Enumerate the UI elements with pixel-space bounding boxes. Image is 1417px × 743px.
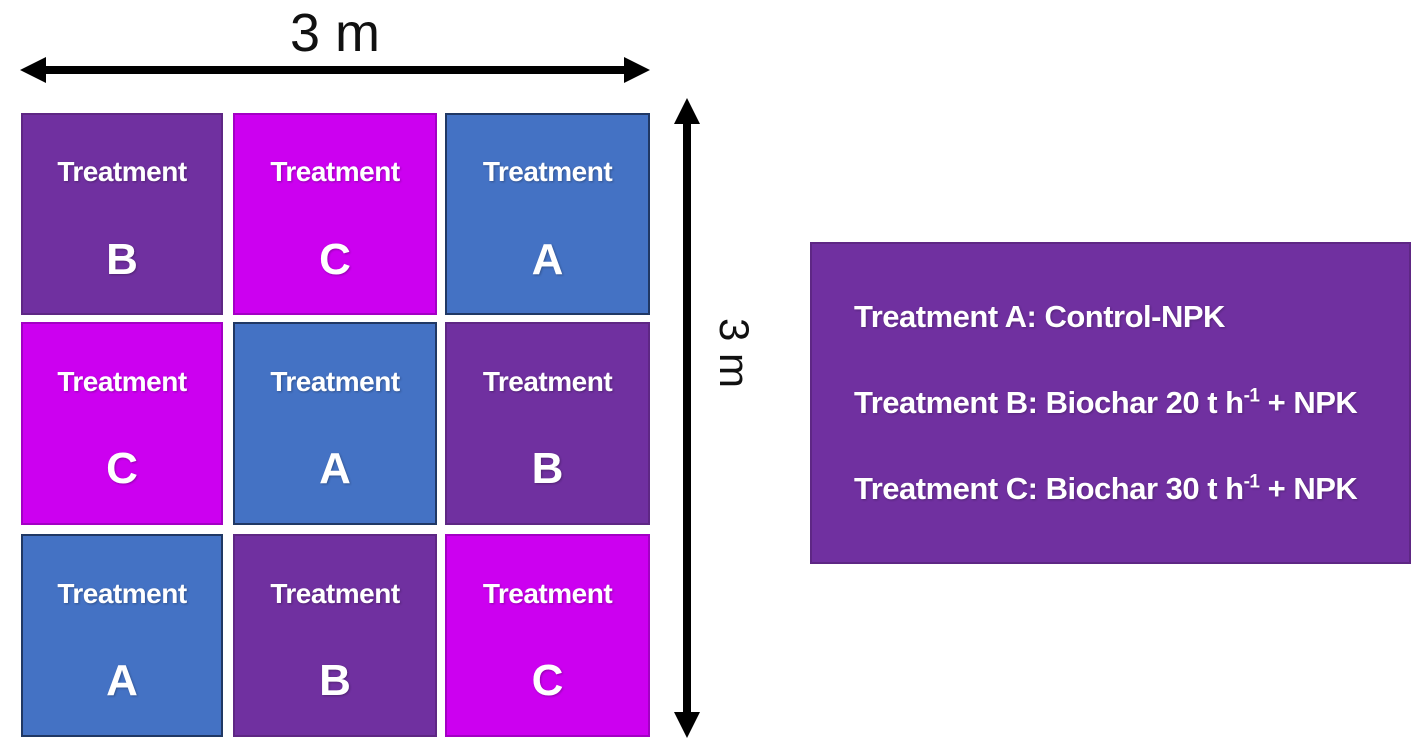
- treatment-cell-label: Treatment: [57, 156, 187, 188]
- width-dimension-label: 3 m: [289, 3, 381, 63]
- treatment-cell: Treatment C: [233, 113, 437, 315]
- treatment-cell-label: Treatment: [482, 577, 613, 609]
- treatment-cell-letter: C: [531, 656, 564, 706]
- arrow-left-icon: [20, 57, 46, 83]
- legend-item: Treatment C: Biochar 30 t h-1 + NPK: [854, 471, 1409, 507]
- treatment-cell-letter: A: [106, 656, 138, 706]
- treatment-cell-label: Treatment: [57, 365, 187, 397]
- treatment-cell-label: Treatment: [270, 577, 400, 609]
- treatment-cell-label: Treatment: [482, 156, 613, 188]
- arrow-up-icon: [674, 98, 700, 124]
- treatment-cell-label: Treatment: [270, 365, 400, 397]
- arrow-right-icon: [624, 57, 650, 83]
- treatment-cell-letter: C: [319, 234, 351, 284]
- treatment-cell: Treatment B: [21, 113, 223, 315]
- legend-item-suffix: + NPK: [1259, 471, 1358, 507]
- treatment-cell: Treatment B: [233, 534, 437, 737]
- legend-item-superscript: -1: [1243, 471, 1260, 493]
- legend-item-text: Treatment B: Biochar 20 t h: [854, 384, 1244, 420]
- treatment-cell-letter: B: [319, 656, 351, 706]
- height-arrow-line: [683, 120, 691, 716]
- height-dimension-label: 3 m: [711, 317, 758, 388]
- treatment-cell-letter: C: [106, 444, 138, 494]
- treatment-cell: Treatment A: [233, 322, 437, 525]
- treatment-cell-label: Treatment: [57, 577, 187, 609]
- width-arrow-line: [42, 66, 626, 74]
- treatment-cell: Treatment A: [21, 534, 223, 737]
- treatment-cell-label: Treatment: [270, 156, 400, 188]
- treatment-cell: Treatment C: [445, 534, 650, 737]
- arrow-down-icon: [674, 712, 700, 738]
- legend-item-text: Treatment C: Biochar 30 t h: [854, 471, 1244, 507]
- legend-item-superscript: -1: [1243, 385, 1260, 407]
- treatment-cell-letter: A: [531, 234, 564, 284]
- legend-box: Treatment A: Control-NPK Treatment B: Bi…: [810, 242, 1411, 564]
- treatment-cell-letter: B: [531, 444, 564, 494]
- treatment-cell-letter: B: [106, 234, 138, 284]
- treatment-cell: Treatment A: [445, 113, 650, 315]
- treatment-cell-label: Treatment: [482, 365, 613, 397]
- legend-item-suffix: + NPK: [1259, 384, 1358, 420]
- legend-item-text: Treatment A: Control-NPK: [854, 298, 1225, 334]
- treatment-cell-letter: A: [319, 444, 351, 494]
- treatment-cell: Treatment C: [21, 322, 223, 525]
- treatment-cell: Treatment B: [445, 322, 650, 525]
- legend-item: Treatment A: Control-NPK: [854, 298, 1409, 334]
- legend-item: Treatment B: Biochar 20 t h-1 + NPK: [854, 384, 1409, 420]
